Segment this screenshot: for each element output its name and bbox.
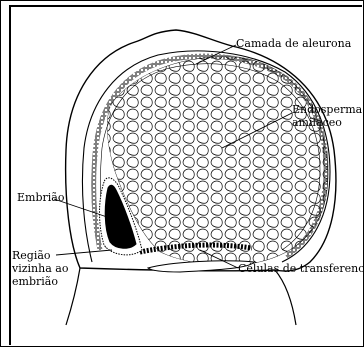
label-endosperma-line1: Endosperma <box>292 103 362 116</box>
label-aleurona: Camada de aleurona <box>236 37 351 50</box>
label-regiao-line1: Região <box>12 249 68 262</box>
label-regiao-line2: vizinha ao <box>12 262 68 275</box>
label-celulas: Células de transferencia <box>238 262 364 275</box>
label-regiao-line3: embrião <box>12 275 68 288</box>
label-regiao: Região vizinha ao embrião <box>12 249 68 288</box>
label-endosperma-line2: amiláceo <box>292 116 362 129</box>
pedicel-right-line <box>275 270 296 325</box>
label-embriao: Embrião <box>17 191 64 204</box>
label-endosperma: Endosperma amiláceo <box>292 103 362 129</box>
